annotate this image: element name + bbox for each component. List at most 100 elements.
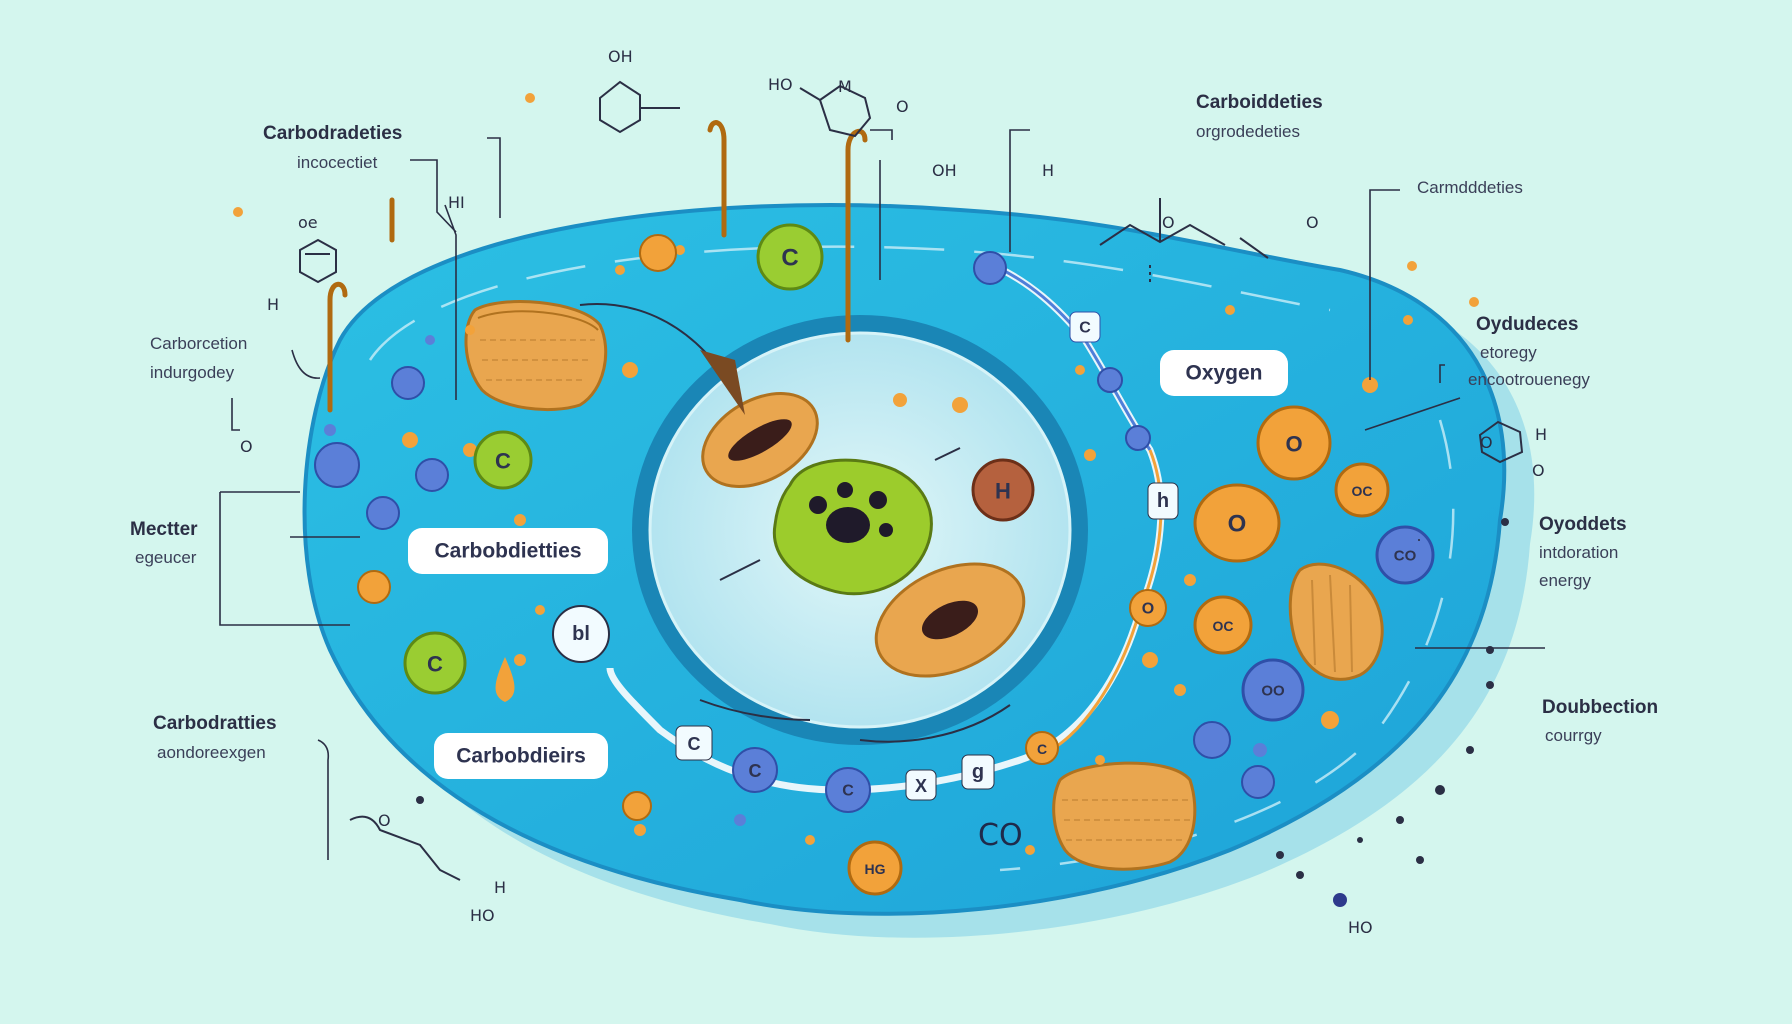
- chain-tag-x: X: [905, 769, 937, 801]
- chain-tag-c4: C: [675, 725, 713, 761]
- svg-text:intdoration: intdoration: [1539, 543, 1618, 562]
- atom-oc-lower: OC: [1193, 595, 1253, 655]
- atom-bl-bubble: bl: [552, 605, 610, 663]
- svg-text:O: O: [1142, 601, 1154, 618]
- inner-membrane-line: [368, 245, 1331, 361]
- callout-top-left: Carbodradeties incocectiet: [263, 123, 402, 172]
- svg-text:C: C: [1037, 741, 1047, 757]
- svg-text:HO: HO: [1348, 918, 1373, 937]
- svg-text:OC: OC: [1213, 618, 1234, 634]
- chain-node-blue-1: [973, 251, 1007, 285]
- atom-orange-small-2: [622, 791, 652, 821]
- chain-tag-c2: C: [825, 767, 871, 813]
- atom-c-left: C: [473, 430, 533, 490]
- pins: [327, 120, 868, 413]
- callout-left-4: Carbodratties aondoreexgen: [153, 713, 277, 762]
- organelle-nucleus-lower: [874, 562, 1026, 678]
- svg-text:H: H: [494, 878, 506, 897]
- atom-hg-bottom: HG: [847, 840, 903, 896]
- organelle-top-left: [464, 300, 608, 412]
- atom-blue-lower: [1193, 721, 1231, 759]
- svg-text:g: g: [972, 761, 984, 783]
- svg-text:etoregy: etoregy: [1480, 343, 1537, 362]
- atom-blue-left-3: [415, 458, 449, 492]
- svg-text:C: C: [1079, 320, 1091, 337]
- background-dots: [233, 93, 1509, 907]
- svg-text:H: H: [267, 295, 279, 314]
- svg-text:Mectter: Mectter: [130, 519, 198, 540]
- callout-right-1: Carmdddeties: [1417, 178, 1523, 197]
- pill-left: Carbobdietties: [408, 528, 608, 574]
- svg-text:OH: OH: [608, 47, 633, 66]
- callout-right-2: Oydudeces etoregy encootrouenegy: [1468, 314, 1590, 389]
- svg-text:CO: CO: [978, 818, 1023, 853]
- svg-text:O: O: [1228, 511, 1247, 538]
- svg-text:Carmdddeties: Carmdddeties: [1417, 178, 1523, 197]
- svg-text:O: O: [378, 811, 391, 830]
- atom-blue-left-4: [366, 496, 400, 530]
- svg-text:orgrodedeties: orgrodedeties: [1196, 122, 1300, 141]
- chain-node-blue-3: [1125, 425, 1151, 451]
- svg-text:O: O: [896, 97, 909, 116]
- chain-tag-c3: C: [732, 747, 778, 793]
- svg-text:Oxygen: Oxygen: [1185, 362, 1262, 385]
- chain-tag-c1: C: [1069, 311, 1101, 343]
- atom-co-right: CO: [1375, 525, 1435, 585]
- svg-text:C: C: [688, 734, 701, 754]
- svg-text:X: X: [915, 776, 927, 796]
- svg-text:Carboiddeties: Carboiddeties: [1196, 92, 1323, 113]
- svg-text:HG: HG: [865, 861, 886, 877]
- callout-left-3: Mectter egeucer: [130, 519, 198, 567]
- svg-text:incocectiet: incocectiet: [297, 153, 378, 172]
- svg-text:HI: HI: [448, 193, 465, 212]
- atom-blue-lower-2: [1241, 765, 1275, 799]
- svg-text:Carbobdieirs: Carbobdieirs: [456, 745, 586, 768]
- chem-labels: OH HO M O OH H oe HI H O O O H O O O H H…: [240, 47, 1547, 937]
- atom-oc-right: OC: [1334, 462, 1390, 518]
- atom-blue-left-2: [391, 366, 425, 400]
- chain-tag-c-orange: C: [1025, 731, 1059, 765]
- nucleus-arrows: [579, 302, 1011, 743]
- svg-text:indurgodey: indurgodey: [150, 363, 235, 382]
- atom-orange-small-1: [357, 570, 391, 604]
- nucleus-pointer-arrow: [700, 350, 745, 415]
- atom-h-nucleus: H: [971, 458, 1035, 522]
- svg-text:O: O: [1532, 461, 1545, 480]
- svg-text:C: C: [427, 652, 443, 677]
- svg-text:O: O: [1480, 433, 1493, 452]
- svg-text:energy: energy: [1539, 571, 1591, 590]
- svg-text:encootrouenegy: encootrouenegy: [1468, 370, 1590, 389]
- svg-text:h: h: [1157, 490, 1169, 512]
- nucleolus-spots: [809, 482, 893, 543]
- leader-lines: [219, 129, 1545, 860]
- organelle-right: [1288, 562, 1384, 681]
- svg-text:C: C: [749, 761, 762, 781]
- svg-text:OO: OO: [1261, 683, 1285, 700]
- pill-right: Oxygen: [1160, 350, 1288, 396]
- svg-text:aondoreexgen: aondoreexgen: [157, 743, 266, 762]
- pill-bottom: Carbobdieirs: [434, 733, 608, 779]
- chem-structures: [299, 80, 1524, 881]
- svg-text:C: C: [781, 245, 798, 272]
- svg-text:M: M: [838, 77, 852, 96]
- svg-text:egeucer: egeucer: [135, 548, 197, 567]
- inner-membrane-line-2: [999, 419, 1455, 872]
- svg-text:bl: bl: [572, 623, 590, 645]
- svg-text:Oyoddets: Oyoddets: [1539, 514, 1627, 535]
- svg-text:HO: HO: [768, 75, 793, 94]
- atom-o-right-2: O: [1193, 483, 1281, 563]
- svg-text:C: C: [495, 449, 511, 474]
- callout-right-4: Doubbection courrgy: [1542, 697, 1658, 745]
- droplet-icon: [495, 657, 515, 702]
- svg-text:Carbodratties: Carbodratties: [153, 713, 277, 734]
- svg-text:OC: OC: [1352, 483, 1373, 499]
- svg-text:H: H: [1042, 161, 1054, 180]
- svg-text:H: H: [1535, 425, 1547, 444]
- atom-oo-lower: OO: [1241, 658, 1305, 722]
- svg-text:oe: oe: [298, 213, 318, 232]
- chain-tag-g: g: [961, 754, 995, 790]
- svg-text:courrgy: courrgy: [1545, 726, 1602, 745]
- svg-text:HO: HO: [470, 906, 495, 925]
- chain-node-blue-2: [1097, 367, 1123, 393]
